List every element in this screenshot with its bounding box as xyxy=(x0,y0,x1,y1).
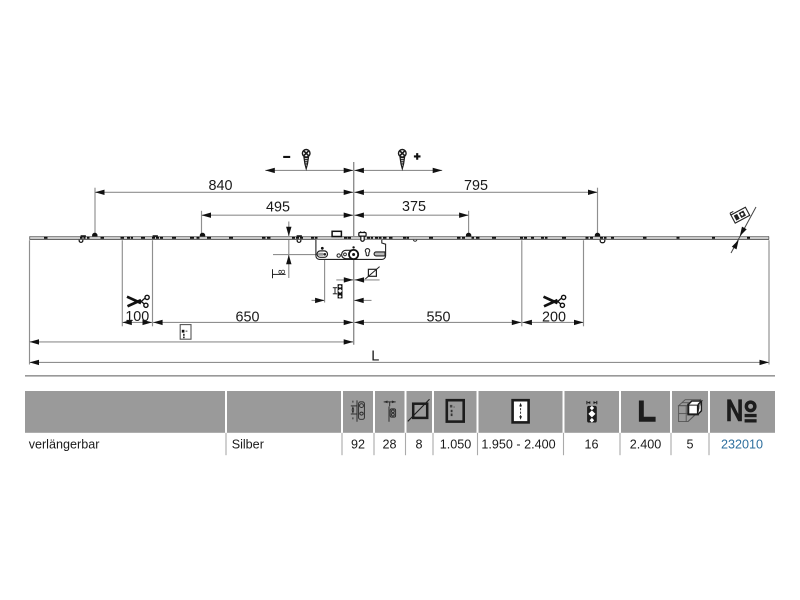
svg-text:16: 16 xyxy=(584,437,598,451)
svg-text:1.050: 1.050 xyxy=(440,437,472,451)
svg-text:495: 495 xyxy=(266,199,290,215)
svg-text:232010: 232010 xyxy=(721,437,763,451)
svg-text:L: L xyxy=(371,348,379,364)
svg-text:8: 8 xyxy=(277,269,287,274)
svg-text:200: 200 xyxy=(542,309,566,325)
svg-text:550: 550 xyxy=(427,309,451,325)
svg-text:5: 5 xyxy=(686,437,693,451)
svg-text:2.400: 2.400 xyxy=(630,437,662,451)
svg-text:1.950 - 2.400: 1.950 - 2.400 xyxy=(481,437,555,451)
svg-text:840: 840 xyxy=(209,178,233,194)
svg-text:verlängerbar: verlängerbar xyxy=(29,437,100,451)
svg-text:8: 8 xyxy=(415,437,422,451)
svg-text:100: 100 xyxy=(125,309,149,325)
svg-text:28: 28 xyxy=(382,437,396,451)
svg-text:650: 650 xyxy=(236,309,260,325)
svg-text:375: 375 xyxy=(402,199,426,215)
svg-text:Silber: Silber xyxy=(232,437,264,451)
svg-text:795: 795 xyxy=(464,178,488,194)
svg-text:92: 92 xyxy=(351,437,365,451)
